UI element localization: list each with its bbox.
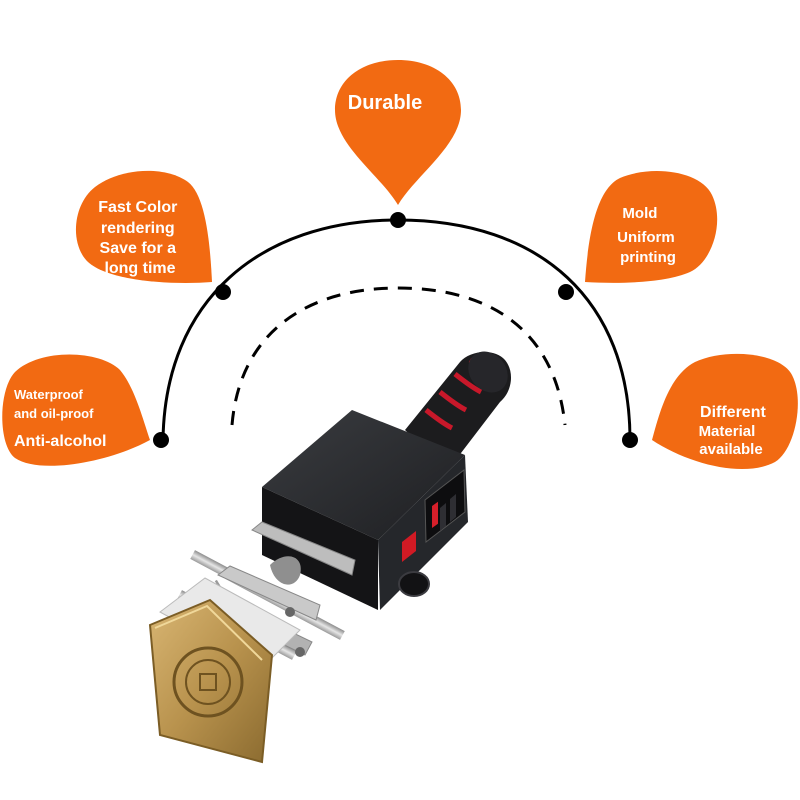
feature-text-line: long time bbox=[104, 260, 175, 277]
feature-text-line: Mold bbox=[622, 205, 657, 222]
brass-stamp-head bbox=[148, 598, 274, 764]
red-led-temperature-display bbox=[424, 469, 466, 543]
feature-text-line: Different bbox=[700, 404, 766, 421]
feature-text-line: Save for a bbox=[100, 240, 177, 257]
feature-text-different-material: Different Material available bbox=[699, 404, 770, 458]
feature-text-line: available bbox=[699, 441, 762, 458]
feature-text-durable: Durable bbox=[348, 92, 422, 114]
arc-dot-lower-left bbox=[153, 432, 169, 448]
feature-text-line: Anti-alcohol bbox=[14, 433, 106, 450]
feature-text-line: and oil-proof bbox=[14, 406, 94, 421]
feature-text-line: Uniform bbox=[617, 229, 675, 246]
feature-text-line: Material bbox=[699, 423, 756, 440]
heat-branding-iron-photo bbox=[148, 351, 512, 764]
red-rocker-switch bbox=[402, 531, 416, 562]
inner-dashed-arc bbox=[230, 286, 567, 426]
feature-text-waterproof: Waterproof and oil-proof Anti-alcohol bbox=[14, 387, 106, 450]
feature-bubble-different-material: Different Material available bbox=[652, 353, 798, 470]
handle bbox=[405, 351, 512, 470]
feature-text-line: rendering bbox=[101, 220, 175, 237]
feature-text-fast-color: Fast Color rendering Save for a long tim… bbox=[98, 199, 182, 277]
feature-text-line: Waterproof bbox=[14, 387, 84, 402]
feature-text-line: printing bbox=[620, 249, 676, 266]
feature-text-line: Durable bbox=[348, 92, 422, 114]
feature-bubble-durable: Durable bbox=[335, 60, 461, 205]
feature-bubble-waterproof: Waterproof and oil-proof Anti-alcohol bbox=[2, 354, 150, 466]
feature-text-mold-uniform: Mold Uniform printing bbox=[617, 205, 679, 266]
arc-dot-upper-right bbox=[558, 284, 574, 300]
outer-arc bbox=[161, 218, 632, 441]
arc-dot-upper-left bbox=[215, 284, 231, 300]
arc-dot-lower-right bbox=[622, 432, 638, 448]
arc-dot-top bbox=[390, 212, 406, 228]
feature-bubble-mold-uniform: Mold Uniform printing bbox=[585, 171, 718, 283]
feature-text-line: Fast Color bbox=[98, 199, 177, 216]
black-adjustment-knob bbox=[398, 571, 430, 597]
feature-bubble-fast-color: Fast Color rendering Save for a long tim… bbox=[75, 170, 212, 283]
